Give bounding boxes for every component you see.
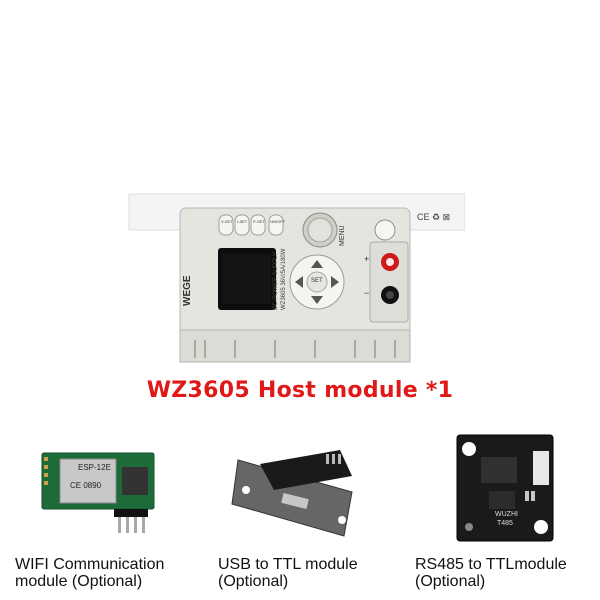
wifi-chip-label-2: CE 0890 bbox=[70, 481, 102, 490]
wifi-module-image: ESP-12E CE 0890 bbox=[40, 445, 158, 537]
host-minus-sign: − bbox=[364, 288, 370, 298]
wifi-caption-line2: module (Optional) bbox=[15, 573, 143, 590]
rs485-board-label-1: WUZHI bbox=[495, 511, 518, 518]
host-button-onoff-label: ON/OFF bbox=[270, 219, 286, 224]
host-knob-label: SET bbox=[311, 278, 323, 284]
host-button-pset-label: P-SET bbox=[253, 219, 265, 224]
wifi-caption-line1: WIFI Communication bbox=[15, 556, 165, 573]
rs485-board-label-2: T485 bbox=[497, 520, 513, 527]
host-button-vset-label: V-SET bbox=[221, 219, 233, 224]
host-cert-icons: CE ♻ ⊠ bbox=[417, 212, 451, 222]
host-button-iset-label: I-SET bbox=[237, 219, 248, 224]
host-plus-sign: + bbox=[364, 254, 370, 264]
rs485-module-image: WUZHI T485 bbox=[455, 433, 555, 543]
wifi-chip-label-1: ESP-12E bbox=[78, 463, 111, 472]
usb-caption-line1: USB to TTL module bbox=[218, 556, 358, 573]
host-menu-label: MENU bbox=[339, 225, 346, 246]
host-brand: WEGE bbox=[182, 275, 193, 306]
usb-caption-line2: (Optional) bbox=[218, 573, 289, 590]
host-panel-line2: WZ3605 36V/5A/180W bbox=[281, 248, 287, 310]
usb-module-caption: USB to TTL module (Optional) bbox=[218, 556, 393, 590]
wifi-module-caption: WIFI Communication module (Optional) bbox=[15, 556, 200, 590]
rs485-module-caption: RS485 to TTLmodule (Optional) bbox=[415, 556, 595, 590]
host-panel-line1: DC POWER SUPPLY bbox=[273, 252, 279, 310]
host-module-image: WEGE DC POWER SUPPLY WZ3605 36V/5A/180W … bbox=[125, 190, 465, 365]
usb-module-image bbox=[230, 450, 358, 540]
host-caption: WZ3605 Host module *1 bbox=[146, 378, 454, 403]
rs485-caption-line2: (Optional) bbox=[415, 573, 486, 590]
rs485-caption-line1: RS485 to TTLmodule bbox=[415, 556, 567, 573]
